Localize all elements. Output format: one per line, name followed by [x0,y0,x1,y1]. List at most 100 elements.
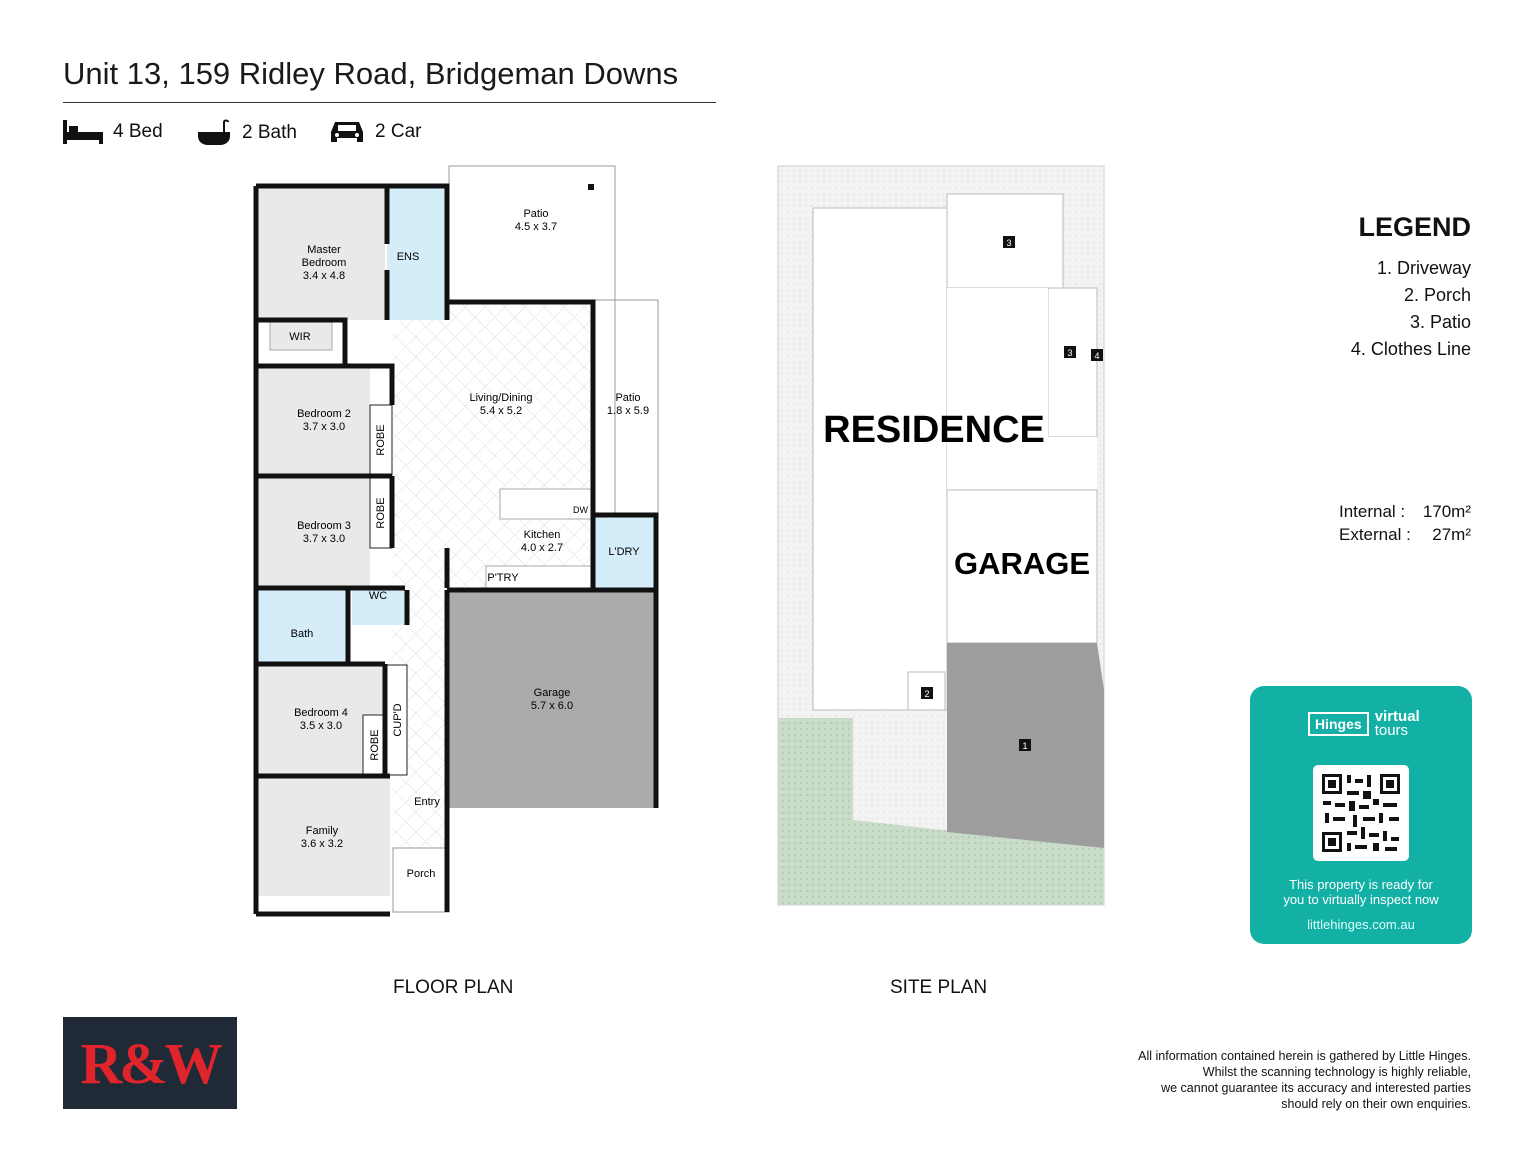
site-plan-caption: SITE PLAN [890,977,988,998]
garage-room [447,590,657,808]
room-label: Bedroom 4 [294,707,348,719]
room-label: Kitchen [524,529,561,541]
legend-item: 3. Patio [1409,312,1471,332]
residence-label: RESIDENCE [823,409,1045,451]
tour-message-line2: you to virtually inspect now [1283,892,1439,907]
room-label: WC [369,590,387,602]
brand-virtual: virtual [1374,708,1420,725]
marker-driveway: 1 [1022,741,1027,751]
room-label: Bedroom 3 [297,520,351,532]
feature-label: 4 Bed [113,121,163,142]
agency-logo: R&W [63,1017,237,1109]
room-label: Living/Dining [470,392,533,404]
room-label: ROBE [369,729,381,760]
external-area-value: 27m² [1432,525,1471,544]
bathroom [258,590,348,662]
bed-icon [63,120,103,144]
wc-room [352,590,405,625]
room-label: ENS [397,251,420,263]
room-size: 3.7 x 3.0 [303,421,345,433]
room-size: 5.7 x 6.0 [531,700,573,712]
legend-item: 4. Clothes Line [1350,339,1471,359]
brand-name: Hinges [1308,712,1369,736]
site-markers: 1 2 3 3 4 [921,236,1103,751]
residence-fill [1048,437,1097,490]
room-size: 3.5 x 3.0 [300,720,342,732]
residence-fill [947,288,1048,490]
marker-clothes-line: 4 [1094,351,1099,361]
laundry [593,515,656,588]
porch [392,847,450,913]
living-dining-area [393,302,593,588]
room-label: P'TRY [487,572,519,584]
room-label: Porch [407,868,436,880]
disclaimer-line: All information contained herein is gath… [1138,1049,1471,1063]
qr-code[interactable] [1313,765,1409,861]
room-label: Bedroom [302,257,347,269]
feature-bath: 2 Bath [196,118,297,148]
master-bedroom [258,188,385,320]
site-patio-side [1047,287,1098,438]
feature-bed: 4 Bed [63,118,163,146]
legend-item: 1. Driveway [1376,258,1471,278]
internal-area-value: 170m² [1422,502,1471,521]
bath-icon [198,119,230,145]
room-label: Family [306,825,339,837]
bedroom-3 [258,478,370,588]
room-size: 1.8 x 5.9 [607,405,649,417]
disclaimer-line: Whilst the scanning technology is highly… [1202,1065,1471,1079]
site-garage [946,489,1098,644]
feature-car: 2 Car [329,118,421,146]
room-size: 4.5 x 3.7 [515,221,557,233]
room-label: L'DRY [608,546,640,558]
marker-porch: 2 [924,689,929,699]
room-label: Garage [534,687,571,699]
room-label: CUP'D [392,703,404,736]
room-size: 5.4 x 5.2 [480,405,522,417]
room-size: 3.6 x 3.2 [301,838,343,850]
tour-message-line1: This property is ready for [1289,877,1433,892]
room-label: WIR [289,331,310,343]
room-label: Bedroom 2 [297,408,351,420]
residence-block [812,207,948,711]
property-title: Unit 13, 159 Ridley Road, Bridgeman Down… [63,56,679,91]
disclaimer: All information contained herein is gath… [1051,1048,1471,1112]
appliance-label: DW [573,505,588,515]
floor-plan: Master Bedroom 3.4 x 4.8 ENS WIR Bedroom… [253,165,659,917]
room-label: Master [307,244,341,256]
room-label: ROBE [375,497,387,528]
garage-label: GARAGE [954,546,1090,581]
brand-tours: tours [1374,722,1409,739]
lawn [778,718,1104,905]
external-area-label: External : [1339,525,1411,544]
ensuite [387,188,445,320]
feature-label: 2 Car [375,121,422,142]
room-size: 3.4 x 4.8 [303,270,345,282]
internal-area-label: Internal : [1339,502,1406,521]
floor-plan-caption: FLOOR PLAN [393,977,514,998]
room-label: Patio [523,208,548,220]
room-label: Patio [615,392,640,404]
marker-patio: 3 [1006,238,1011,248]
agency-logo-text: R&W [80,1030,222,1096]
feature-label: 2 Bath [242,122,297,143]
room-label: Entry [414,796,440,808]
title-divider [63,102,716,103]
disclaimer-line: we cannot guarantee its accuracy and int… [1161,1081,1471,1095]
kitchen-island [499,488,593,520]
room-label: Bath [291,628,314,640]
bedroom-2 [258,368,370,475]
room-size: 4.0 x 2.7 [521,542,563,554]
site-porch [907,671,946,711]
qr-code-icon [1322,774,1400,852]
post-marker [588,184,594,190]
legend-item: 2. Porch [1403,285,1471,305]
car-icon [331,122,363,142]
tour-url-link[interactable]: littlehinges.com.au [1307,917,1415,932]
walls [253,183,659,917]
marker-patio: 3 [1067,348,1072,358]
site-plan: RESIDENCE GARAGE 1 2 3 3 4 [777,165,1105,906]
